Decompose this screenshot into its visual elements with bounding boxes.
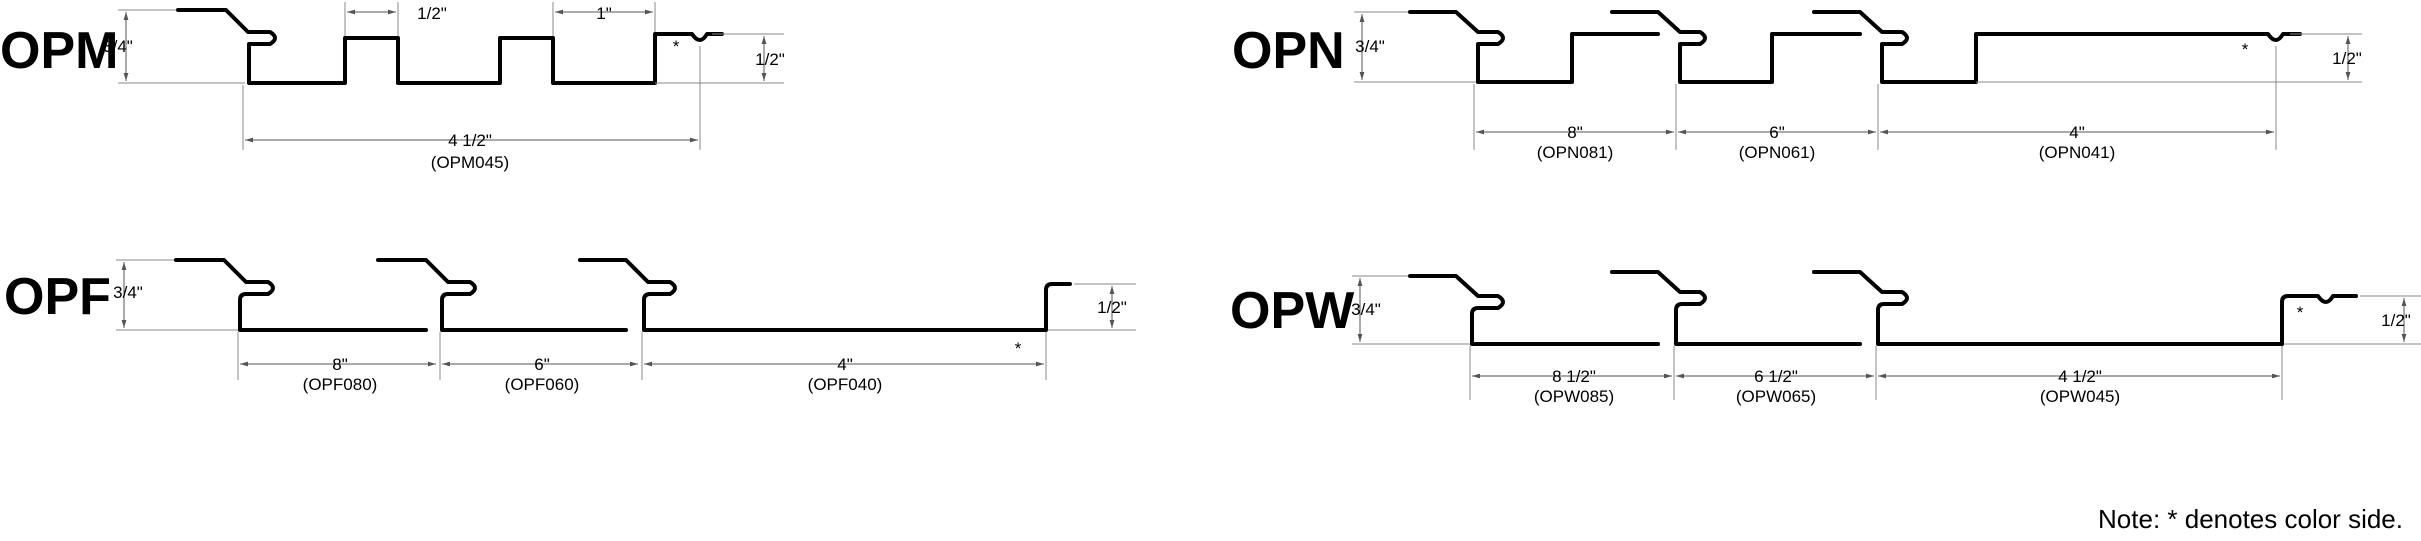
opn-width-1: 8" xyxy=(1567,123,1583,142)
opn-height-label: 3/4" xyxy=(1355,37,1385,56)
opm-profile xyxy=(176,8,724,85)
opw-profile-1 xyxy=(1408,274,1660,346)
opw-profile-3 xyxy=(1812,270,2358,346)
opn-title: OPN xyxy=(1232,22,1345,80)
opm-width-label: 4 1/2" xyxy=(448,131,492,150)
opn-panel: OPN 3/4" 1/2" * 8" (OPN081) 6" (OPN061) … xyxy=(1232,10,2362,162)
opn-color-mark: * xyxy=(2242,40,2249,59)
opn-code-1: (OPN081) xyxy=(1537,143,1614,162)
opw-panel: OPW 3/4" 1/2" * 8 1/2" (OPW085) 6 1/2" (… xyxy=(1230,270,2421,406)
opw-code-1: (OPW085) xyxy=(1534,387,1614,406)
opn-code-3: (OPN041) xyxy=(2039,143,2116,162)
opn-code-2: (OPN061) xyxy=(1739,143,1816,162)
opf-color-mark: * xyxy=(1015,339,1022,358)
opw-title: OPW xyxy=(1230,282,1355,340)
opf-height-label: 3/4" xyxy=(113,283,143,302)
opn-profile-2 xyxy=(1610,10,1862,84)
opw-width-2: 6 1/2" xyxy=(1754,367,1798,386)
opf-profile-3 xyxy=(578,258,1072,332)
opf-code-1: (OPF080) xyxy=(303,375,378,394)
opn-profile-1 xyxy=(1408,10,1660,84)
opf-code-3: (OPF040) xyxy=(808,375,883,394)
opw-width-3: 4 1/2" xyxy=(2058,367,2102,386)
opf-panel: OPF 3/4" 1/2" * 8" (OPF080) 6" (OPF060) … xyxy=(4,258,1136,394)
opm-side-label: 1/2" xyxy=(755,50,785,69)
opf-title: OPF xyxy=(4,268,111,326)
opf-profile-2 xyxy=(376,258,628,332)
opn-side-label: 1/2" xyxy=(2332,49,2362,68)
opm-color-mark: * xyxy=(673,37,680,56)
opf-width-3: 4" xyxy=(837,355,853,374)
opw-profile-2 xyxy=(1610,270,1862,346)
opm-code: (OPM045) xyxy=(431,153,509,172)
opw-width-1: 8 1/2" xyxy=(1552,367,1596,386)
opm-height-label: 3/4" xyxy=(103,37,133,56)
opm-rib-label: 1/2" xyxy=(417,4,447,23)
opf-width-2: 6" xyxy=(534,355,550,374)
opw-height-label: 3/4" xyxy=(1351,300,1381,319)
opw-side-label: 1/2" xyxy=(2381,311,2411,330)
opf-profile-1 xyxy=(174,258,428,332)
opw-color-mark: * xyxy=(2297,303,2304,322)
opf-side-label: 1/2" xyxy=(1097,298,1127,317)
color-side-note: Note: * denotes color side. xyxy=(2098,504,2403,534)
opw-code-3: (OPW045) xyxy=(2040,387,2120,406)
opw-code-2: (OPW065) xyxy=(1736,387,1816,406)
opf-width-1: 8" xyxy=(332,355,348,374)
opn-profile-3 xyxy=(1812,10,2302,84)
opn-width-2: 6" xyxy=(1769,123,1785,142)
opm-panel: OPM 3/4" 1/2" 1" 1/2" * 4 1/2" (OPM045) xyxy=(0,2,785,172)
opn-width-3: 4" xyxy=(2069,123,2085,142)
opm-title: OPM xyxy=(0,22,118,80)
opm-spacing-label: 1" xyxy=(596,4,612,23)
opf-code-2: (OPF060) xyxy=(505,375,580,394)
